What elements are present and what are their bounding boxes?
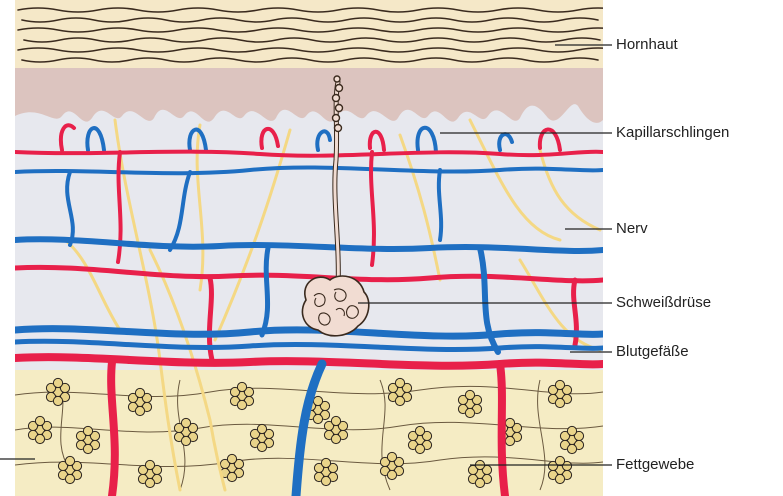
label-fettgewebe: Fettgewebe [616,456,694,474]
label-kapillarschlingen: Kapillarschlingen [616,124,729,142]
label-hornhaut: Hornhaut [616,36,678,54]
label-nerv: Nerv [616,220,648,238]
label-schweissdruese: Schweißdrüse [616,294,711,312]
label-blutgefaesse: Blutgefäße [616,343,689,361]
